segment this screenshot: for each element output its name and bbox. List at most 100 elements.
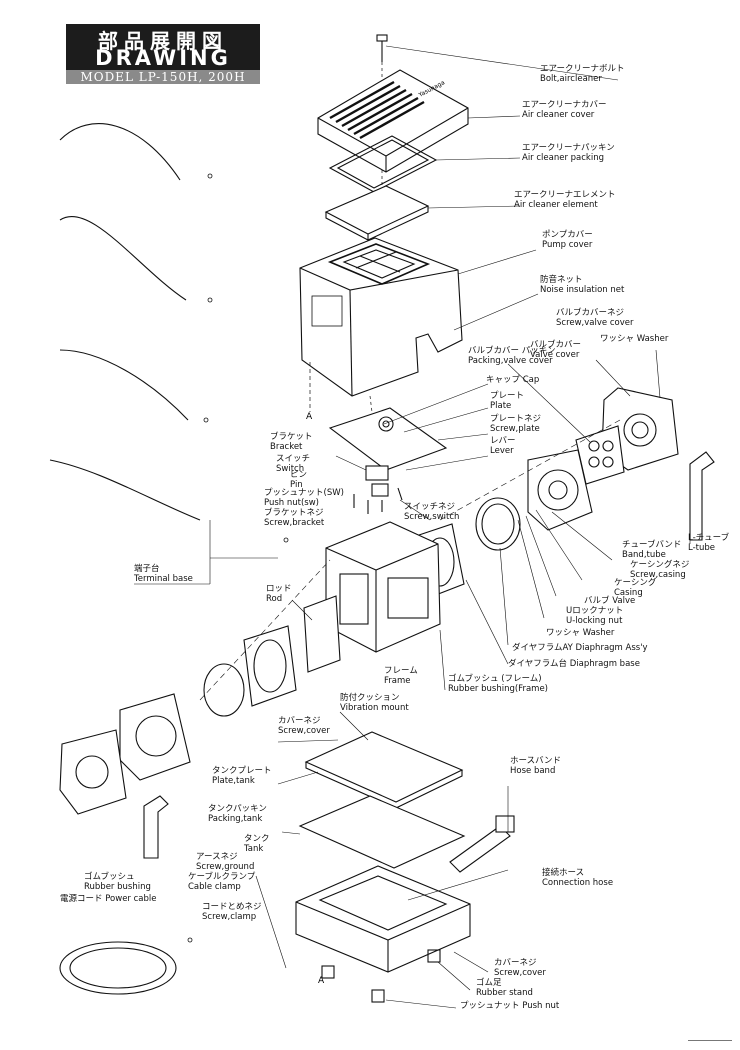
label-en: Air cleaner cover	[522, 110, 595, 120]
label-push-nut-sw: プッシュナット(SW)Push nut(sw)	[264, 488, 344, 508]
label-jp: ブラケットネジ	[264, 508, 324, 518]
diaphragm-part	[475, 497, 521, 551]
label-jp: スイッチ	[276, 454, 311, 464]
air-cleaner-element-part	[324, 185, 430, 241]
label-en: Power cable	[105, 894, 157, 904]
label-diaphragm-assy: ダイヤフラムAY Diaphragm Ass'y	[512, 643, 648, 653]
frame-part	[325, 521, 441, 653]
left-diaphragm-base-part	[243, 625, 297, 707]
label-jp: ワッシャ	[546, 628, 581, 638]
label-en: Casing	[614, 588, 643, 598]
label-jp: 接続ホース	[542, 868, 585, 878]
label-jp: エアークリーナエレメント	[514, 190, 616, 200]
label-en: Pump cover	[542, 240, 593, 250]
label-en: Vibration mount	[340, 703, 409, 713]
pump-cover-part	[299, 237, 463, 397]
label-jp: ケーシング	[614, 578, 657, 588]
label-en: Screw,ground	[196, 862, 255, 872]
label-en: Diaphragm base	[569, 659, 640, 669]
label-rubber-bushing-frame: ゴムブッシュ (フレーム)Rubber bushing(Frame)	[448, 674, 548, 694]
label-jp: ダイヤフラムAY	[512, 643, 573, 653]
label-en: Valve cover	[530, 350, 580, 360]
title-block: 部品展開図 DRAWING MODEL LP-150H, 200H	[66, 24, 260, 84]
label-en: Rubber stand	[476, 988, 533, 998]
label-diaphragm-base: ダイヤフラム台 Diaphragm base	[508, 659, 640, 669]
label-jp: ロッド	[266, 584, 292, 594]
label-jp: 防付クッション	[340, 693, 400, 703]
label-jp: ケーブルクランプ	[188, 872, 256, 882]
label-en: Packing,valve cover	[468, 356, 553, 366]
plate-part	[328, 407, 448, 471]
label-en: Diaphragm Ass'y	[575, 643, 648, 653]
label-jp: ワッシャ	[600, 334, 635, 344]
label-en: Cable clamp	[188, 882, 241, 892]
label-en: Tank	[244, 844, 264, 854]
left-valve-cover-part	[59, 729, 127, 815]
tank-part	[295, 865, 471, 973]
label-en: Screw,casing	[630, 570, 686, 580]
label-jp: キャップ	[486, 375, 521, 385]
label-jp: Uロックナット	[566, 606, 624, 616]
label-jp: タンクプレート	[212, 766, 272, 776]
label-en: Pin	[290, 480, 303, 490]
label-en: Screw,switch	[404, 512, 460, 522]
label-en: Screw,bracket	[264, 518, 325, 528]
label-valve: バルブ Valve	[584, 596, 635, 606]
left-diaphragm-part	[203, 663, 245, 717]
label-washer-mid: ワッシャ Washer	[546, 628, 614, 638]
label-jp: エアークリーナボルト	[540, 64, 625, 74]
title-english: DRAWING	[95, 46, 231, 70]
label-en: Packing,tank	[208, 814, 263, 824]
label-en: Screw,cover	[278, 726, 330, 736]
label-en: Push nut(sw)	[264, 498, 320, 508]
label-en: Hose band	[510, 766, 556, 776]
label-jp: ダイヤフラム台	[508, 659, 567, 669]
label-en: U-locking nut	[566, 616, 623, 626]
label-en: Valve	[612, 596, 636, 606]
tank-packing-part	[298, 795, 466, 869]
tank-plate-part	[304, 731, 464, 809]
label-jp: ポンプカバー	[542, 230, 593, 240]
label-jp: チューブバンド	[622, 540, 682, 550]
label-en: L-tube	[688, 543, 715, 553]
label-jp: ケーシングネジ	[630, 560, 690, 570]
footer-rule	[688, 1040, 732, 1041]
label-jp: エアークリーナカバー	[522, 100, 607, 110]
label-en: Terminal base	[134, 574, 193, 584]
label-en: Plate	[490, 401, 512, 411]
label-en: Rubber bushing(Frame)	[448, 684, 548, 694]
label-jp: ゴムブッシュ (フレーム)	[448, 674, 542, 684]
label-jp: アースネジ	[196, 852, 238, 862]
power-cable-parts	[49, 123, 201, 995]
label-jp: カバーネジ	[494, 958, 537, 968]
label-jp: スイッチネジ	[404, 502, 456, 512]
label-jp: ホースバンド	[510, 756, 562, 766]
label-en: Frame	[384, 676, 411, 686]
label-en: Connection hose	[542, 878, 614, 888]
label-jp: プッシュナット	[460, 1001, 520, 1011]
label-jp: 端子台	[134, 564, 160, 574]
casing-part	[527, 449, 593, 531]
